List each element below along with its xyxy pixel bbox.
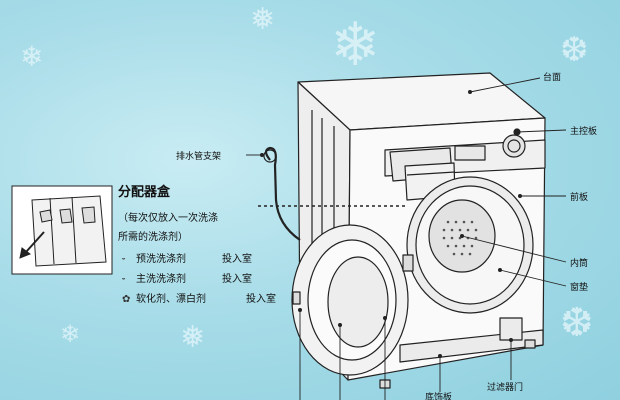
row-target: 投入室 xyxy=(222,254,252,265)
snowflake-icon: ❄ xyxy=(330,10,381,80)
row-name: 软化剂、漂白剂 xyxy=(136,294,206,305)
door-hinge xyxy=(402,254,414,272)
row-name: 预洗洗涤剂 xyxy=(136,254,186,265)
label-door-seal: 窗垫 xyxy=(570,283,589,293)
filter-door-box xyxy=(499,317,523,341)
dispenser-row-mainwash: ⏑ 主洗洗涤剂 投入室 xyxy=(122,270,252,285)
label-front-panel: 前板 xyxy=(570,193,589,203)
label-bottom-trim: 底饰板 xyxy=(425,393,453,400)
label-control-panel: 主控板 xyxy=(570,127,598,137)
display-window xyxy=(454,145,486,161)
leader-dots xyxy=(260,90,522,358)
dispenser-note-line1: （每次仅放入一次洗涤 xyxy=(118,213,218,224)
dispenser-inset xyxy=(11,185,113,275)
mainwash-icon: ⏑ xyxy=(122,274,126,285)
snowflake-icon: ❅ xyxy=(180,320,206,355)
door-latch xyxy=(292,291,301,305)
label-drain-hose-bracket: 排水管支架 xyxy=(176,152,222,162)
foot xyxy=(524,339,536,349)
label-countertop: 台面 xyxy=(543,73,562,83)
dispenser-title: 分配器盒 xyxy=(118,185,171,200)
snowflake-icon: ❄ xyxy=(60,320,81,348)
label-inner-drum: 内筒 xyxy=(570,259,589,269)
control-knob xyxy=(502,134,526,158)
leader-countertop xyxy=(469,77,541,93)
snowflake-icon: ❆ xyxy=(560,300,594,346)
row-target: 投入室 xyxy=(222,274,252,285)
leader-inner-drum xyxy=(461,235,567,263)
row-target: 投入室 xyxy=(246,294,276,305)
row-name: 主洗洗涤剂 xyxy=(136,274,186,285)
snowflake-icon: ❆ xyxy=(560,30,589,70)
dispenser-row-prewash: ⏑ 预洗洗涤剂 投入室 xyxy=(122,250,252,265)
leader-door-seal xyxy=(499,269,567,287)
label-filter-door: 过滤器门 xyxy=(487,383,524,393)
dispenser-note-line2: 所需的洗涤剂） xyxy=(118,232,188,243)
snowflake-icon: ❄ xyxy=(20,40,44,73)
prewash-icon: ⏑ xyxy=(122,254,126,265)
drum-holes xyxy=(442,220,478,256)
snowflake-icon: ❅ xyxy=(250,2,276,37)
dispenser-row-softener: ✿ 软化剂、漂白剂 投入室 xyxy=(122,290,276,305)
softener-icon: ✿ xyxy=(122,294,131,305)
leader-control-panel xyxy=(516,129,567,133)
